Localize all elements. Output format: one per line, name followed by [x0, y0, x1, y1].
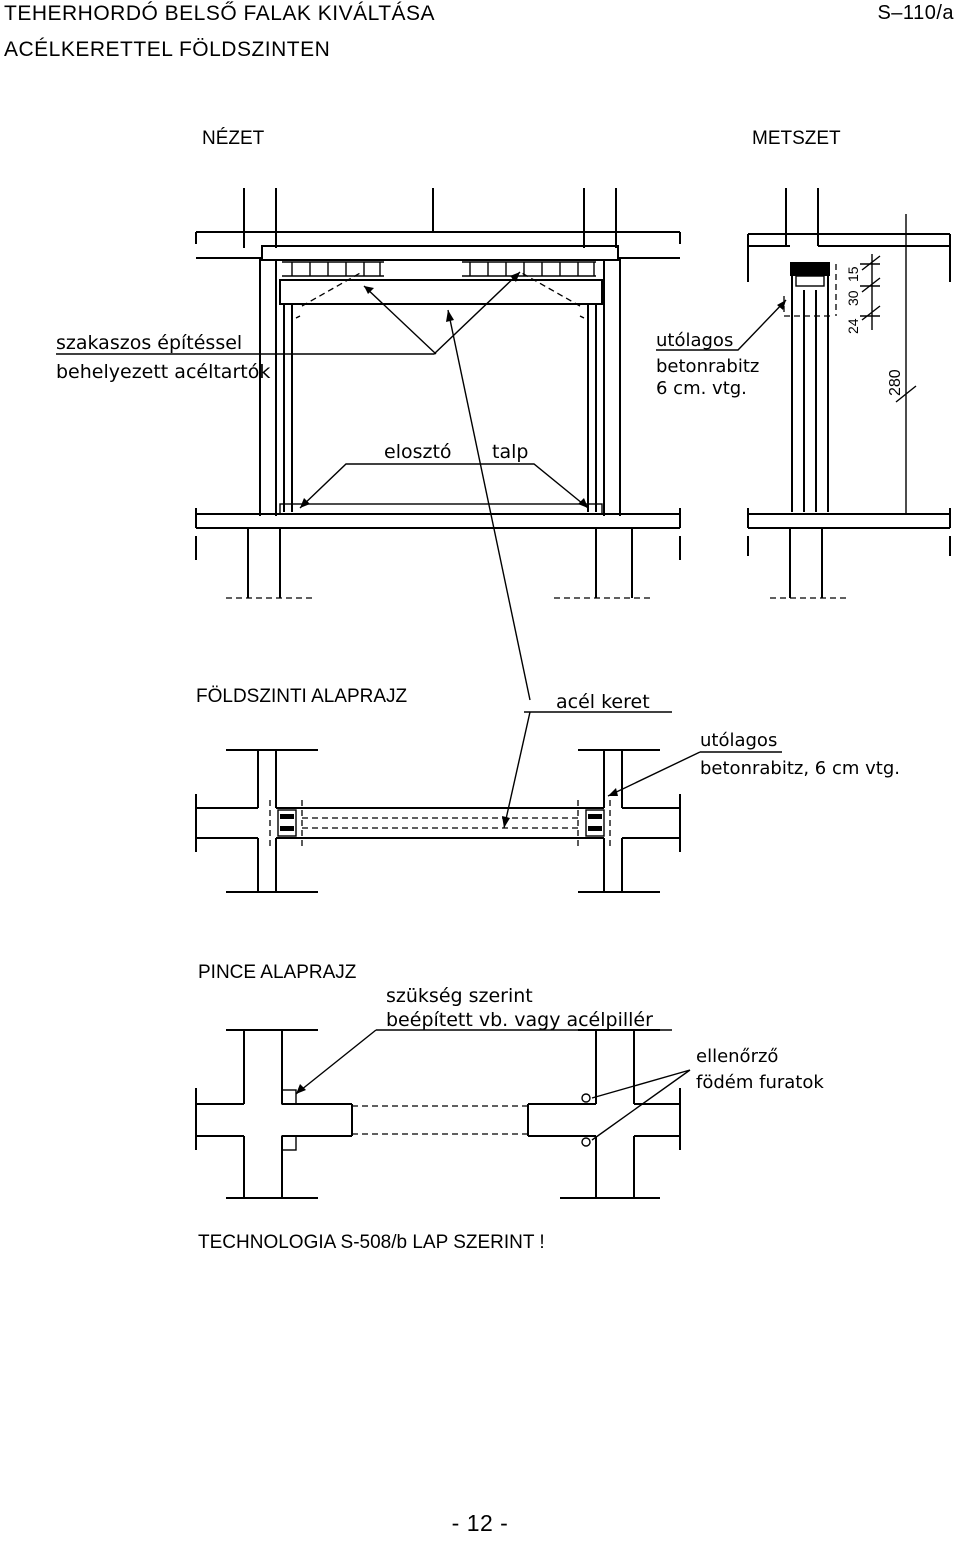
- label-distributor-2: talp: [492, 441, 528, 463]
- plan-label-line-2: betonrabitz, 6 cm vtg.: [700, 758, 900, 779]
- label-holes-line-1: ellenőrző: [696, 1046, 778, 1067]
- technology-note: TECHNOLOGIA S-508/b LAP SZERINT !: [198, 1232, 545, 1253]
- label-steel-frame: acél keret: [556, 691, 650, 713]
- dim-15: 15: [845, 266, 861, 282]
- section-heading: METSZET: [752, 128, 841, 149]
- distributor-base: [279, 503, 603, 515]
- document-title-line-1: TEHERHORDÓ BELSŐ FALAK KIVÁLTÁSA: [4, 2, 436, 25]
- label-distributor-1: elosztó: [384, 441, 452, 463]
- page-number: - 12 -: [451, 1510, 509, 1536]
- section-beam: [790, 262, 830, 276]
- elevation-heading: NÉZET: [202, 128, 265, 149]
- basement-note-line-2: beépített vb. vagy acélpillér: [386, 1009, 653, 1031]
- plan-label-line-1: utólagos: [700, 730, 777, 751]
- label-steel-beams-line-1: szakaszos építéssel: [56, 332, 242, 354]
- label-holes-line-2: födém furatok: [696, 1072, 824, 1093]
- basement-plan: PINCE ALAPRAJZ szükség szerint beépített…: [195, 962, 824, 1199]
- dim-280: 280: [887, 369, 904, 396]
- ground-plan-heading: FÖLDSZINTI ALAPRAJZ: [196, 686, 408, 707]
- sheet-code: S–110/a: [877, 2, 954, 24]
- control-hole-2: [581, 1137, 591, 1147]
- basement-heading: PINCE ALAPRAJZ: [198, 962, 357, 983]
- document-title-line-2: ACÉLKERETTEL FÖLDSZINTEN: [4, 38, 331, 61]
- control-hole-1: [581, 1093, 591, 1103]
- label-steel-beams-line-2: behelyezett acéltartók: [56, 361, 270, 383]
- basement-note-line-1: szükség szerint: [386, 985, 533, 1007]
- ground-floor-plan: FÖLDSZINTI ALAPRAJZ acél keret utólagos …: [195, 686, 900, 893]
- lintel-beam: [261, 245, 619, 261]
- elevation-view: NÉZET szaka: [56, 128, 681, 701]
- dim-24: 24: [845, 318, 861, 334]
- dim-30: 30: [845, 290, 861, 306]
- frame-top-beam: [279, 279, 603, 305]
- section-label-line-1: utólagos: [656, 330, 733, 351]
- section-view: METSZET 15 30 24 280 utólagos betonrabit…: [656, 128, 951, 599]
- section-label-line-3: 6 cm. vtg.: [656, 378, 747, 399]
- section-label-line-2: betonrabitz: [656, 356, 759, 377]
